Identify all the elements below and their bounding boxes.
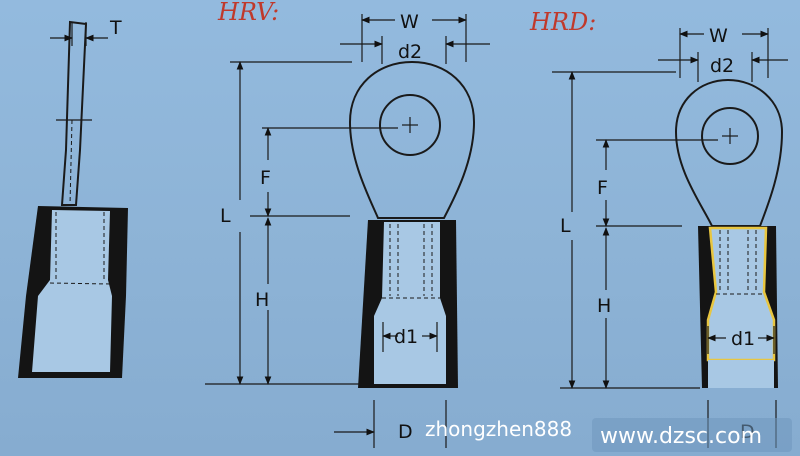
hrv-d1-label: d1 bbox=[394, 326, 418, 348]
hrv-l-label: L bbox=[220, 205, 231, 227]
hrv-h-label: H bbox=[255, 289, 269, 311]
hrv-f-label: F bbox=[260, 167, 271, 189]
watermark-zhongzhen: zhongzhen888 bbox=[425, 417, 572, 441]
hrd-d1-label: d1 bbox=[731, 328, 755, 350]
hrv-d-label: D bbox=[398, 421, 413, 443]
hrd-d2-label: d2 bbox=[710, 55, 734, 77]
t-dimension-label: T bbox=[109, 17, 122, 39]
hrd-stud-hole bbox=[701, 107, 759, 165]
hrd-w-label: W bbox=[709, 25, 728, 47]
hrd-h-label: H bbox=[597, 295, 611, 317]
hrv-terminal: HRV: W d2 L F bbox=[205, 0, 490, 448]
hrd-f-label: F bbox=[597, 177, 608, 199]
hrv-w-label: W bbox=[400, 11, 419, 33]
hrd-terminal: HRD: W d2 L F bbox=[529, 8, 788, 448]
hrv-stud-hole bbox=[379, 94, 441, 156]
hrd-title: HRD: bbox=[529, 8, 596, 36]
watermark-dzsc: www.dzsc.com bbox=[600, 424, 762, 449]
side-view-terminal: T bbox=[18, 17, 128, 378]
hrv-title: HRV: bbox=[217, 0, 279, 26]
watermark-dzsc-backdrop bbox=[592, 418, 792, 452]
hrv-d2-label: d2 bbox=[398, 41, 422, 63]
hrd-l-label: L bbox=[560, 215, 571, 237]
